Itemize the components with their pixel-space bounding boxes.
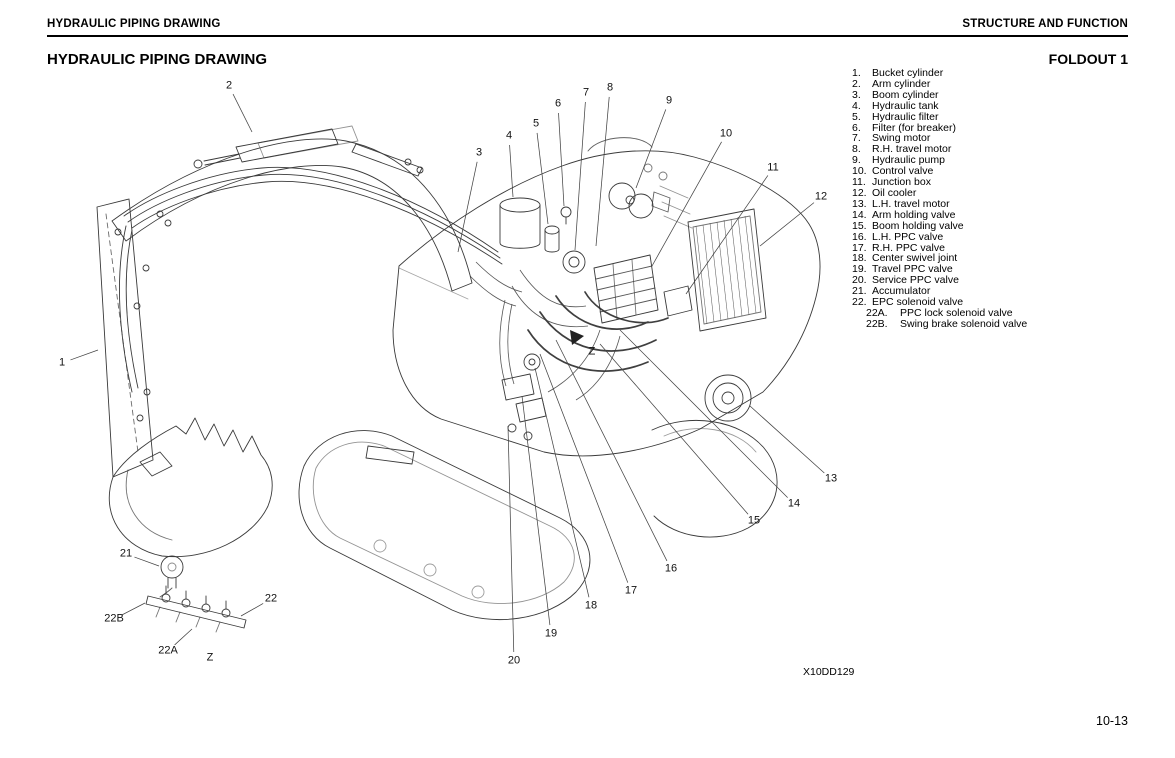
legend-item: 15. Boom holding valve — [852, 219, 1027, 232]
legend-item-number: 9. — [852, 154, 861, 167]
legend-item: 6. Filter (for breaker) — [852, 121, 1027, 134]
legend-item: 20. Service PPC valve — [852, 275, 1027, 286]
legend-item-label: Hydraulic tank — [872, 99, 939, 112]
legend-item-label: Bucket cylinder — [872, 67, 944, 79]
legend-item-number: 7. — [852, 132, 861, 145]
legend-item: 19. Travel PPC valve — [852, 264, 1027, 275]
legend-item: 5. Hydraulic filter — [852, 110, 1027, 123]
legend-item-label: Boom holding valve — [872, 219, 964, 232]
legend-item-label: Center swivel joint — [872, 252, 958, 265]
legend-item-number: 6. — [852, 121, 861, 134]
legend-item: 1. Bucket cylinder — [852, 68, 1027, 79]
thin-hoses — [469, 261, 621, 401]
legend-item: 9. Hydraulic pump — [852, 155, 1027, 166]
legend-item: 16. L.H. PPC valve — [852, 230, 1027, 243]
page-header: HYDRAULIC PIPING DRAWING STRUCTURE AND F… — [47, 18, 1128, 37]
legend-item-number: 13. — [852, 197, 867, 210]
callout-leader-lines — [70, 93, 825, 653]
legend-item-label: Filter (for breaker) — [872, 121, 957, 134]
legend-item: 10. Control valve — [852, 166, 1027, 177]
legend-item-number: 14. — [852, 208, 867, 221]
header-left: HYDRAULIC PIPING DRAWING — [47, 18, 221, 30]
legend-item-label: L.H. travel motor — [872, 197, 950, 210]
legend-item-number: 2. — [852, 77, 861, 90]
legend-item-label: Arm cylinder — [872, 77, 931, 90]
legend-item: 7. Swing motor — [852, 133, 1027, 144]
legend-item: 11. Junction box — [852, 177, 1027, 188]
legend-item: 14. Arm holding valve — [852, 208, 1027, 221]
legend-item-number: 16. — [852, 230, 867, 243]
header-right: STRUCTURE AND FUNCTION — [962, 18, 1128, 30]
legend-item-label: Service PPC valve — [872, 274, 959, 287]
legend-item: 21. Accumulator — [852, 286, 1027, 297]
legend-item-label: Swing brake solenoid valve — [900, 317, 1028, 330]
legend-item-number: 17. — [852, 241, 867, 254]
legend-item-number: 20. — [852, 274, 867, 287]
legend-item-label: Junction box — [872, 176, 931, 189]
legend-item-label: Hydraulic filter — [872, 110, 939, 123]
legend-item-label: PPC lock solenoid valve — [900, 306, 1013, 319]
legend-item-label: Swing motor — [872, 132, 931, 145]
legend-item: 22. EPC solenoid valve — [852, 297, 1027, 308]
legend-item-label: Arm holding valve — [872, 208, 956, 221]
legend-item-label: Accumulator — [872, 285, 931, 298]
machine-outline — [96, 125, 821, 633]
legend-item-number: 11. — [852, 176, 866, 189]
legend-item: 22A. PPC lock solenoid valve — [866, 308, 1027, 319]
legend-item: 12. Oil cooler — [852, 188, 1027, 199]
legend-item-label: Oil cooler — [872, 186, 917, 199]
legend-item-label: EPC solenoid valve — [872, 296, 964, 309]
legend-item: 13. L.H. travel motor — [852, 197, 1027, 210]
legend-item-number: 22A. — [866, 306, 888, 319]
legend-item-number: 18. — [852, 252, 867, 265]
legend-item-number: 8. — [852, 143, 861, 156]
z-view-arrow — [570, 330, 584, 345]
legend-item: 22B. Swing brake solenoid valve — [866, 317, 1028, 330]
legend-item-label: R.H. PPC valve — [872, 241, 945, 254]
dark-hoses — [527, 291, 669, 372]
legend-item-number: 15. — [852, 219, 867, 232]
legend-item-label: Travel PPC valve — [872, 263, 953, 276]
legend-item-label: R.H. travel motor — [872, 143, 952, 156]
legend-item: 8. R.H. travel motor — [852, 144, 1027, 155]
page-title: HYDRAULIC PIPING DRAWING — [47, 51, 268, 68]
legend-item-label: L.H. PPC valve — [872, 230, 944, 243]
legend-item-number: 1. — [852, 67, 861, 79]
oil-cooler-hatch — [695, 215, 757, 325]
page-number: 10-13 — [1096, 714, 1128, 728]
legend-item: 17. R.H. PPC valve — [852, 241, 1027, 254]
figure-code: X10DD129 — [803, 666, 855, 678]
legend-item-number: 3. — [852, 88, 861, 101]
legend-item-number: 22B. — [866, 317, 888, 330]
legend-item-number: 19. — [852, 263, 867, 276]
legend-item-number: 5. — [852, 110, 861, 123]
foldout-label: FOLDOUT 1 — [1048, 51, 1128, 67]
legend-list: 1. Bucket cylinder 2. Arm cylinder 3. Boom cy… — [852, 68, 1027, 330]
legend-item-label: Control valve — [872, 165, 934, 178]
legend-item-number: 4. — [852, 99, 861, 112]
legend-item: 18. Center swivel joint — [852, 253, 1027, 264]
legend-item: 4. Hydraulic tank — [852, 99, 1027, 112]
legend-item: 2. Arm cylinder — [852, 79, 1027, 90]
legend-item-number: 22. — [852, 296, 867, 309]
legend-item-number: 10. — [852, 165, 867, 178]
legend-item-number: 21. — [852, 285, 867, 298]
legend-item-label: Boom cylinder — [872, 88, 939, 101]
legend-item-label: Hydraulic pump — [872, 154, 945, 167]
legend-item-number: 12. — [852, 186, 867, 199]
legend-item: 3. Boom cylinder — [852, 88, 1027, 101]
title-row: HYDRAULIC PIPING DRAWING FOLDOUT 1 — [47, 51, 1128, 68]
